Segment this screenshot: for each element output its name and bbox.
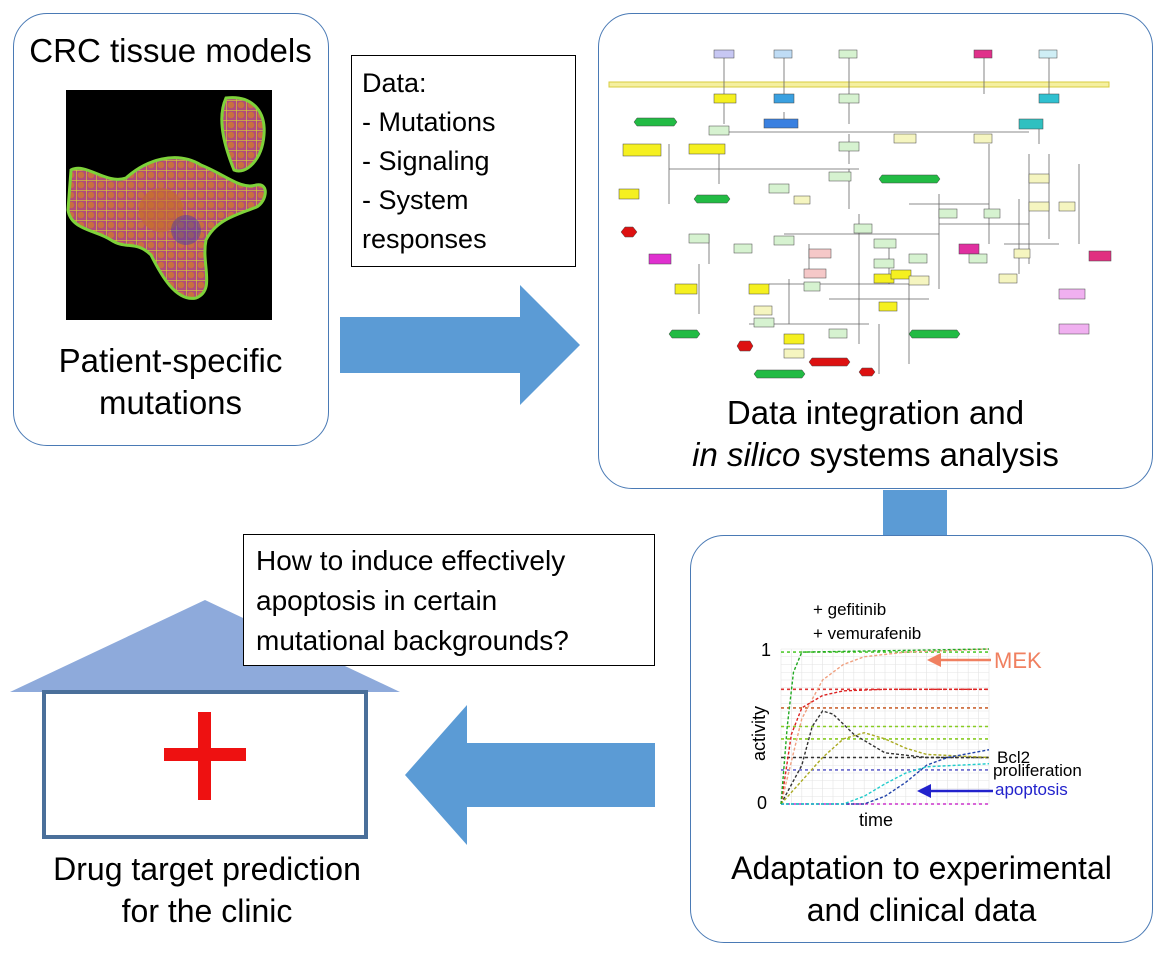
adaptation-panel: + gefitinib + vemurafenib 1 0 activity t… <box>690 535 1153 943</box>
arrow-right-icon <box>340 285 580 405</box>
network-analysis-panel: Data integration and in silico systems a… <box>598 13 1153 489</box>
annotation-vemurafenib: + vemurafenib <box>813 624 921 643</box>
series-line-2 <box>780 710 989 805</box>
data-box: Data: - Mutations - Signaling - System r… <box>351 55 576 267</box>
question-box: How to induce effectively apoptosis in c… <box>243 534 655 666</box>
series-line-6 <box>780 648 990 805</box>
panel-title: CRC tissue models <box>29 32 312 69</box>
plot-series <box>780 648 990 805</box>
plot-grid <box>780 648 990 805</box>
series-line-bcl2 <box>781 749 990 805</box>
series-line-5 <box>781 763 990 805</box>
series-line-1 <box>780 688 989 805</box>
label-bcl2: Bcl2 <box>997 748 1030 767</box>
panel-caption: Adaptation to experimental and clinical … <box>731 850 1112 928</box>
y-axis-label: activity <box>749 706 769 761</box>
annotation-gefitinib: + gefitinib <box>813 600 886 619</box>
y-tick-1: 1 <box>761 640 771 660</box>
label-mek: MEK <box>994 648 1042 673</box>
label-apoptosis: apoptosis <box>995 780 1068 799</box>
clinic-caption: Drug target prediction for the clinic <box>53 851 361 929</box>
label-proliferation: proliferation <box>993 761 1082 780</box>
series-line-mek <box>780 648 990 805</box>
microscopy-image <box>66 90 272 320</box>
panel-caption: Data integration and in silico systems a… <box>692 394 1059 473</box>
apoptosis-arrow-head <box>917 784 931 798</box>
x-axis-label: time <box>859 810 893 830</box>
y-tick-0: 0 <box>757 793 767 813</box>
activity-time-chart: + gefitinib + vemurafenib 1 0 activity t… <box>749 600 1082 830</box>
series-line-3 <box>780 731 990 805</box>
panel-caption: Patient-specific mutations <box>58 342 283 421</box>
arrow-left-icon <box>405 705 655 845</box>
clinic-house-icon <box>10 600 400 839</box>
mek-arrow-head <box>927 653 941 667</box>
tissue-model-panel: CRC tissue models Patient-specific mutat… <box>13 13 329 446</box>
signaling-network-diagram <box>608 49 1112 379</box>
